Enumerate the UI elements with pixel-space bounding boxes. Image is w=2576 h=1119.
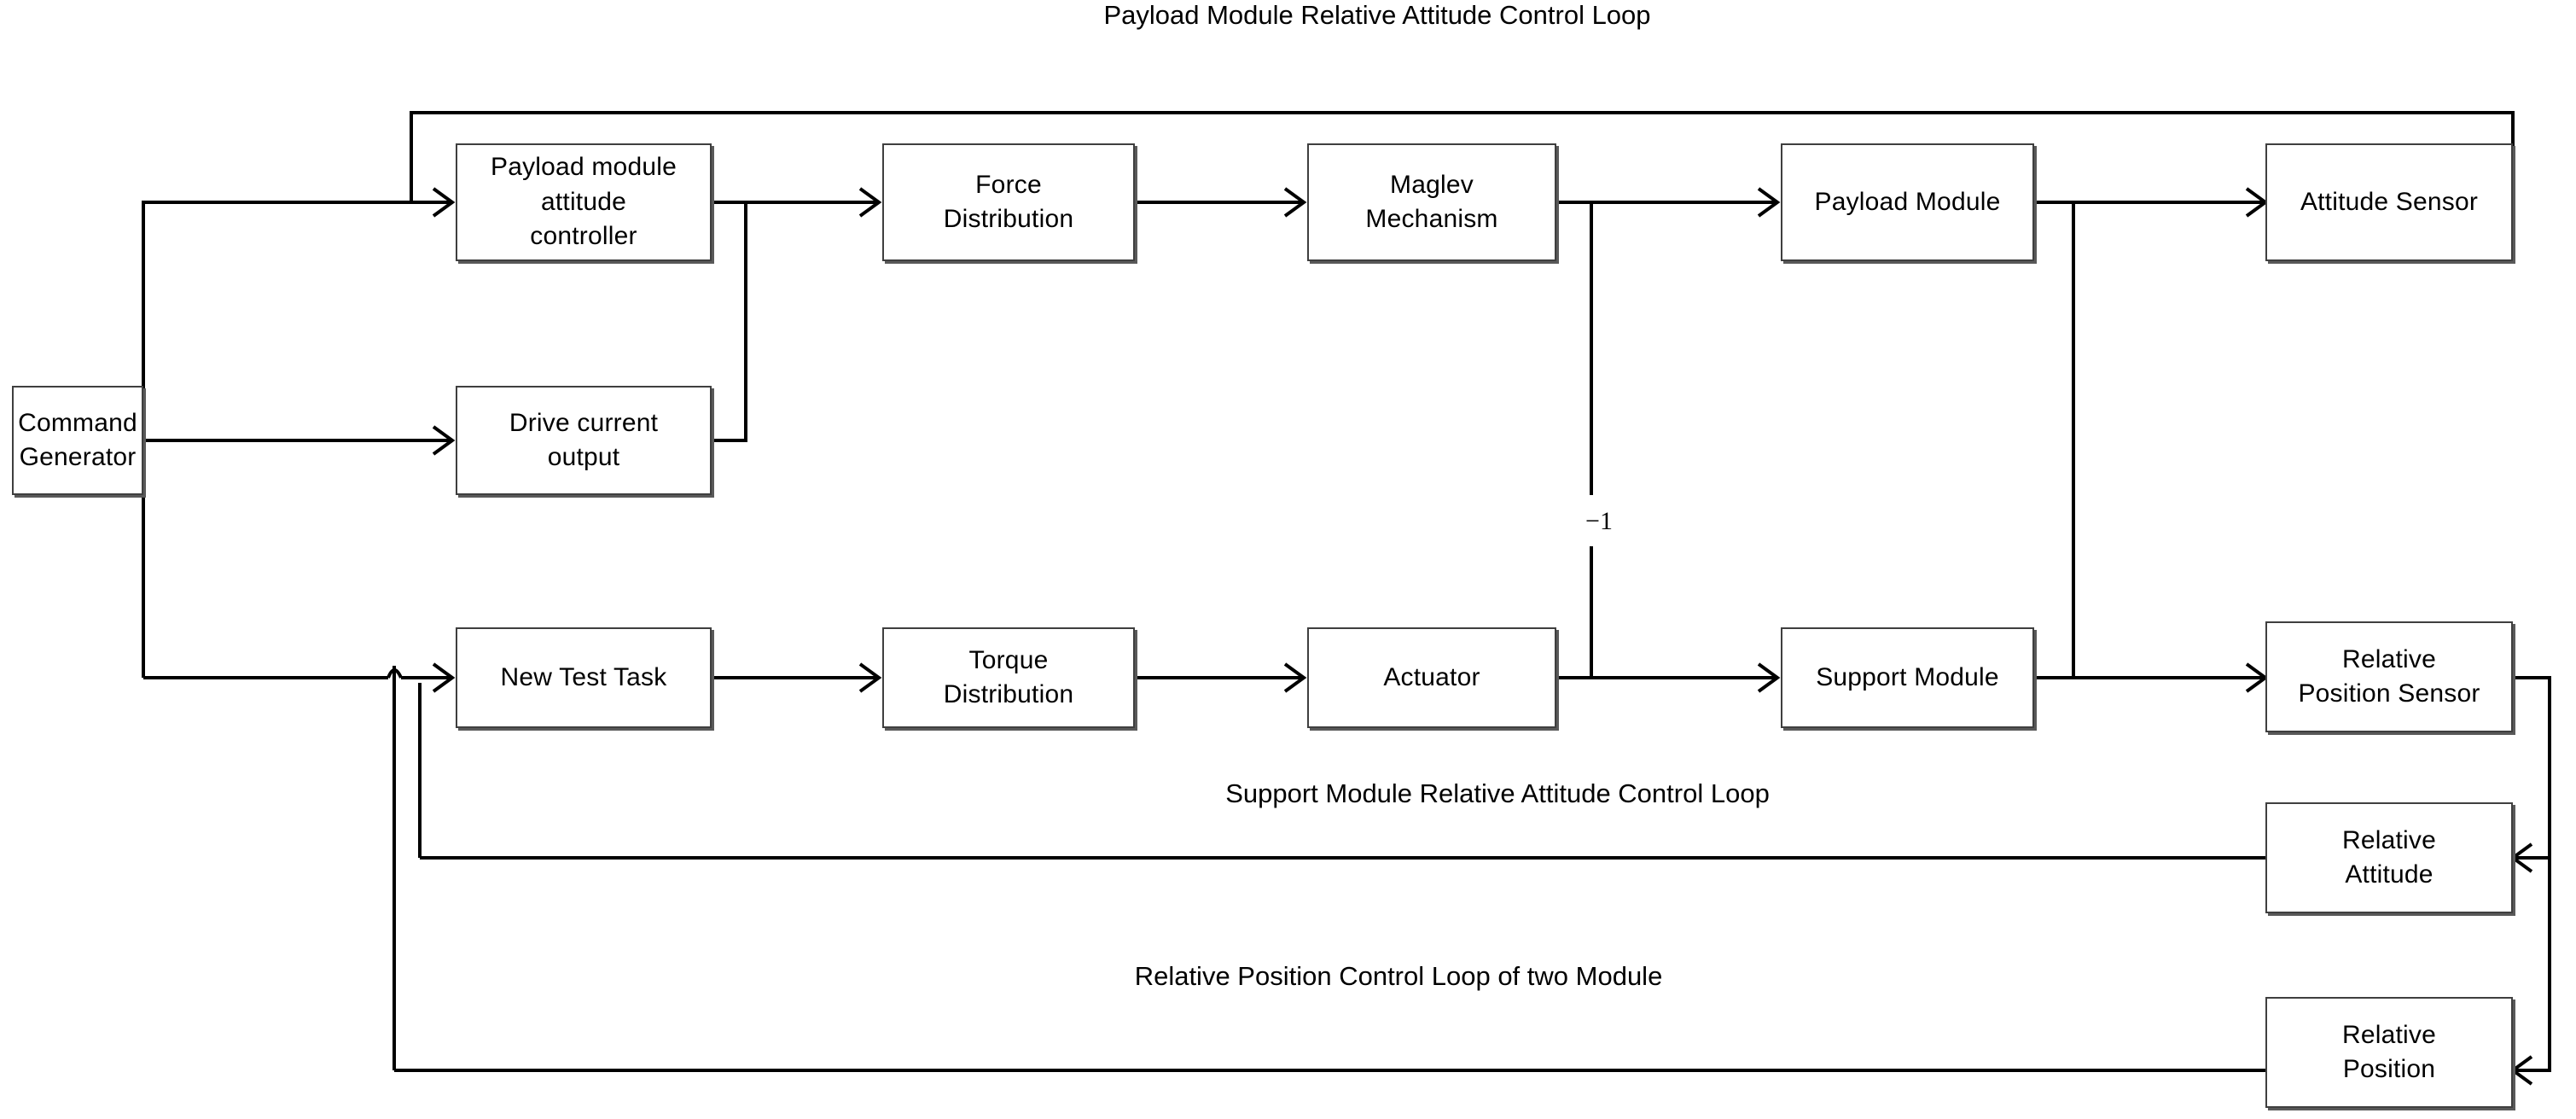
caption-position-loop: Relative Position Control Loop of two Mo…: [1134, 961, 1663, 991]
caption-support-loop: Support Module Relative Attitude Control…: [1225, 778, 1770, 808]
node-relative-position-sensor-label: Relative Position Sensor: [2298, 644, 2480, 708]
node-payload-module-attitude-controller[interactable]: Payload module attitude controller: [456, 143, 712, 261]
edge-label-negative-one: −1: [1585, 507, 1613, 535]
connector-relative-position-sensor-to-relative-position: [2509, 858, 2551, 1086]
node-torque-distribution[interactable]: Torque Distribution: [882, 627, 1135, 728]
connector-new-test-task-to-torque-distribution: [712, 662, 882, 693]
connector-torque-distribution-to-actuator: [1135, 662, 1307, 693]
connector-controller-to-force-distribution: [712, 187, 882, 218]
connector-relative-attitude-feedback-bus: [418, 683, 2265, 860]
node-relative-position[interactable]: Relative Position: [2265, 997, 2513, 1108]
node-force-distribution-label: Force Distribution: [943, 170, 1074, 234]
connector-attitude-sensor-feedback: [410, 111, 2515, 202]
connector-command-generator-to-payload-controller: [142, 187, 456, 440]
node-maglev-mechanism-label: Maglev Mechanism: [1365, 170, 1498, 234]
node-relative-position-sensor[interactable]: Relative Position Sensor: [2265, 621, 2513, 732]
node-attitude-sensor-label: Attitude Sensor: [2300, 187, 2479, 216]
node-support-module[interactable]: Support Module: [1781, 627, 2034, 728]
connector-support-module-to-relative-position-sensor: [2034, 662, 2269, 693]
connector-actuator-to-support-module: [1556, 662, 1781, 693]
connector-payload-module-to-attitude-sensor: [2034, 187, 2269, 218]
node-force-distribution[interactable]: Force Distribution: [882, 143, 1135, 261]
node-support-module-label: Support Module: [1816, 662, 1999, 691]
caption-payload-loop: Payload Module Relative Attitude Control…: [1103, 0, 1651, 30]
connector-command-generator-to-new-test-task: [142, 440, 456, 693]
node-maglev-mechanism[interactable]: Maglev Mechanism: [1307, 143, 1556, 261]
node-relative-attitude-label: Relative Attitude: [2342, 825, 2436, 889]
node-actuator-label: Actuator: [1383, 662, 1480, 691]
node-relative-position-label: Relative Position: [2342, 1020, 2436, 1084]
node-relative-attitude[interactable]: Relative Attitude: [2265, 802, 2513, 913]
node-actuator[interactable]: Actuator: [1307, 627, 1556, 728]
node-payload-module[interactable]: Payload Module: [1781, 143, 2034, 261]
connector-maglev-to-payload-module: [1556, 187, 1781, 218]
node-command-generator[interactable]: Command Generator: [12, 386, 143, 495]
node-attitude-sensor[interactable]: Attitude Sensor: [2265, 143, 2513, 261]
connector-command-generator-to-drive-current: [143, 425, 456, 456]
node-new-test-task[interactable]: New Test Task: [456, 627, 712, 728]
connector-drive-current-to-force-distribution: [712, 202, 747, 442]
connector-relative-position-sensor-to-relative-attitude: [2509, 676, 2551, 873]
node-payload-module-label: Payload Module: [1814, 187, 2001, 216]
node-payload-module-attitude-controller-label: Payload module attitude controller: [491, 153, 677, 251]
node-drive-current-output[interactable]: Drive current output: [456, 386, 712, 495]
node-command-generator-label: Command Generator: [18, 408, 137, 472]
connector-force-distribution-to-maglev: [1135, 187, 1307, 218]
node-torque-distribution-label: Torque Distribution: [943, 645, 1074, 709]
node-drive-current-output-label: Drive current output: [509, 408, 659, 472]
node-new-test-task-label: New Test Task: [500, 662, 667, 691]
connector-relative-position-feedback-bus: [393, 666, 2265, 1072]
